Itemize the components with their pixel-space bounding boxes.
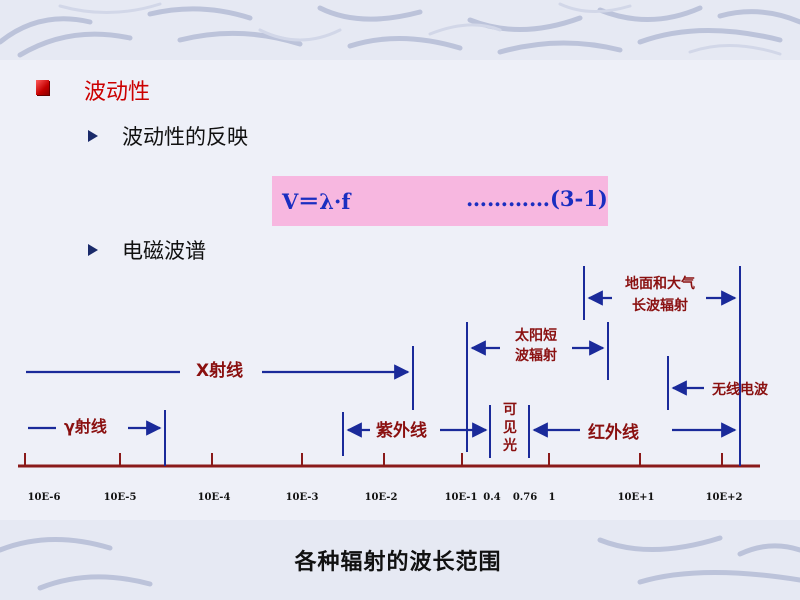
svg-text:见: 见 bbox=[503, 420, 517, 436]
tick-label: 0.4 bbox=[483, 492, 500, 503]
tick-label: 10E+2 bbox=[706, 492, 743, 503]
tick-label: 1 bbox=[549, 492, 556, 503]
page-heading: 波动性 bbox=[84, 80, 151, 105]
xray-label: X射线 bbox=[196, 360, 243, 381]
visible-label: 可 见 光 bbox=[502, 402, 517, 454]
tick-label: 10E-3 bbox=[286, 492, 319, 503]
tick-label: 10E-5 bbox=[104, 492, 137, 503]
svg-text:长波辐射: 长波辐射 bbox=[632, 297, 688, 314]
formula-box bbox=[272, 176, 608, 226]
tick-label: 10E+1 bbox=[618, 492, 655, 503]
tick-label: 10E-2 bbox=[365, 492, 398, 503]
svg-text:光: 光 bbox=[502, 437, 517, 454]
bullet-triangle-icon bbox=[88, 244, 98, 256]
ir-label: 红外线 bbox=[588, 422, 639, 443]
earth-label: 地面和大气 长波辐射 bbox=[625, 275, 695, 314]
svg-text:波辐射: 波辐射 bbox=[515, 347, 557, 364]
tick-label: 10E-4 bbox=[198, 492, 231, 503]
uv-label: 紫外线 bbox=[376, 420, 427, 441]
bullet-triangle-icon bbox=[88, 130, 98, 142]
formula-expression: V＝λ·f bbox=[282, 189, 351, 214]
gamma-label: γ射线 bbox=[64, 417, 107, 436]
sub-item-wave-reflection: 波动性的反映 bbox=[122, 125, 248, 149]
tick-label: 0.76 bbox=[513, 492, 537, 503]
svg-text:可: 可 bbox=[503, 402, 517, 418]
bullet-square-icon bbox=[36, 80, 49, 95]
band-boundaries bbox=[164, 266, 741, 466]
bottom-decoration bbox=[0, 520, 800, 600]
tick-label: 10E-6 bbox=[28, 492, 61, 503]
tick-label: 10E-1 bbox=[445, 492, 478, 503]
diagram-caption: 各种辐射的波长范围 bbox=[294, 550, 502, 575]
top-decoration bbox=[0, 0, 800, 60]
svg-text:地面和大气: 地面和大气 bbox=[625, 275, 695, 292]
sub-item-em-spectrum: 电磁波谱 bbox=[122, 239, 206, 263]
axis-ticks bbox=[24, 453, 723, 466]
svg-text:太阳短: 太阳短 bbox=[515, 327, 557, 344]
formula-reference: …………(3-1) bbox=[466, 186, 608, 211]
solar-label: 太阳短 波辐射 bbox=[515, 327, 557, 364]
radio-label: 无线电波 bbox=[711, 381, 769, 398]
